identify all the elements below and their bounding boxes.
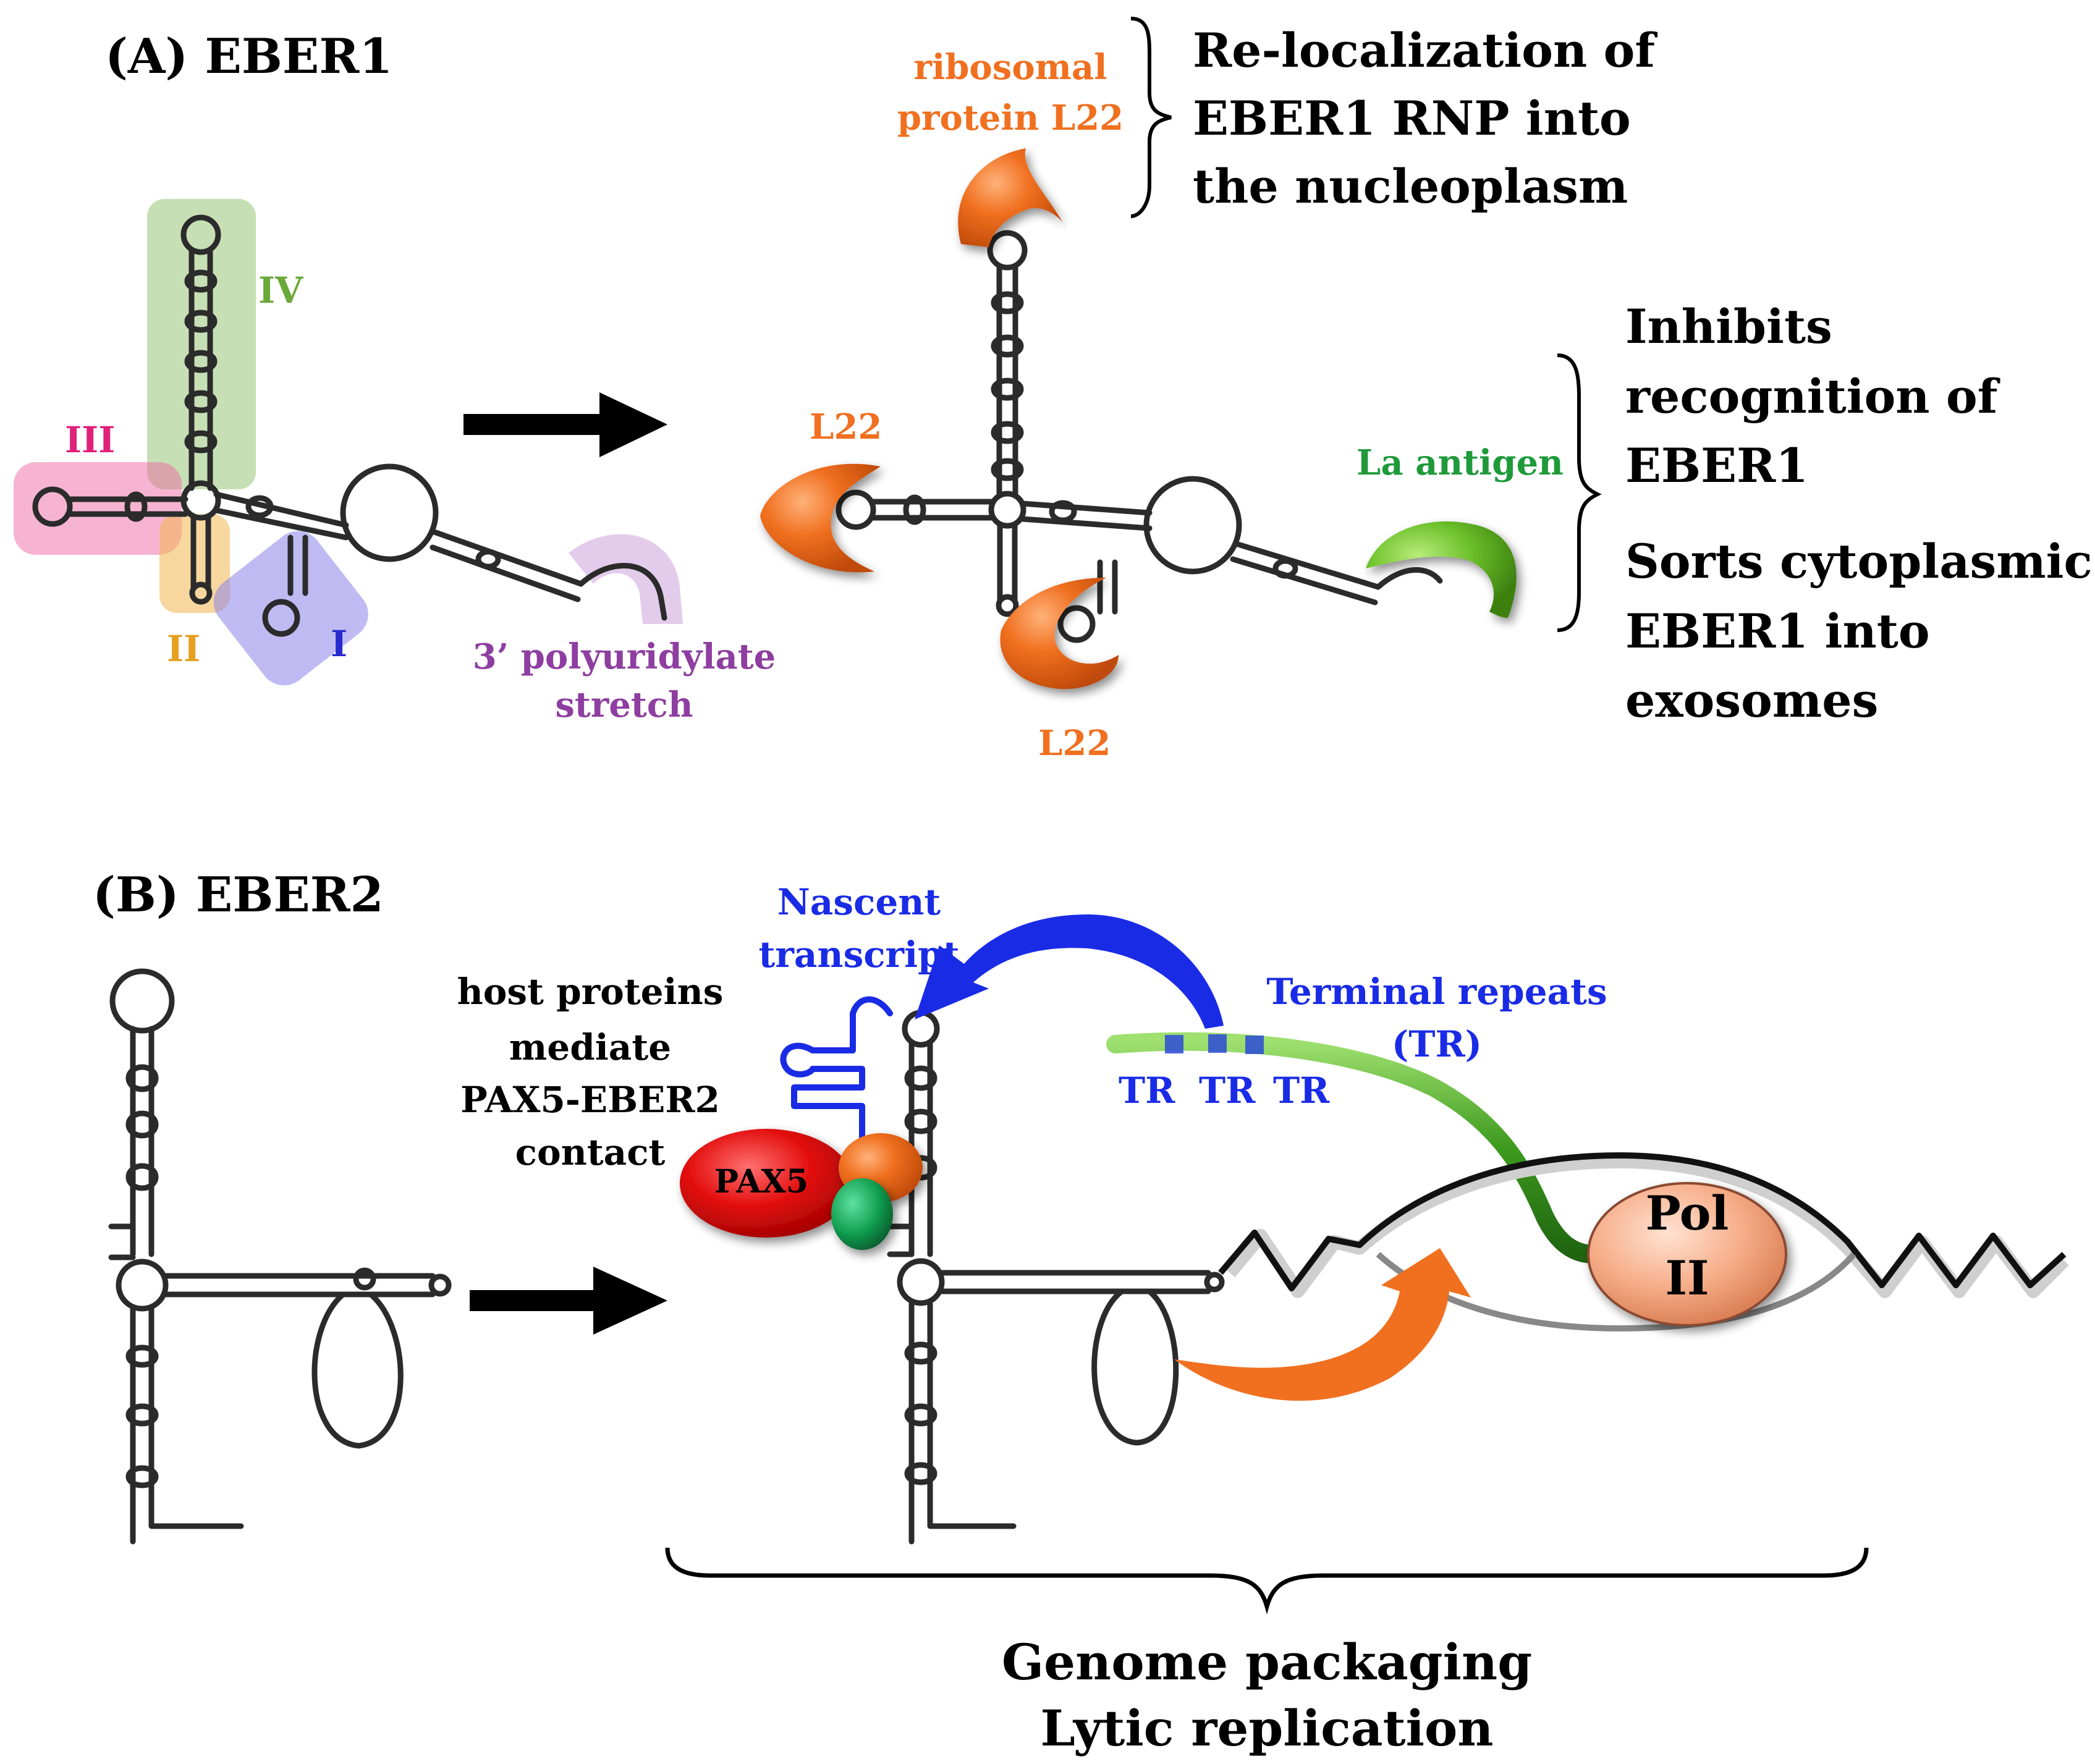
panel-a-arrow <box>463 392 667 457</box>
l22-bottom-protein <box>1000 578 1119 690</box>
l22-top-label-line1: ribosomal <box>914 47 1107 88</box>
bottom-brace <box>665 1547 1869 1614</box>
tr-title-line1: Terminal repeats <box>1266 971 1607 1013</box>
polyu-label-line1: 3’ polyuridylate <box>473 636 776 677</box>
reloc-line2: EBER1 RNP into <box>1193 91 1631 146</box>
nascent-line1: Nascent <box>777 881 941 923</box>
brace-top <box>1130 17 1172 218</box>
nascent-transcript-rna <box>780 996 893 1168</box>
host-line1: host proteins <box>457 971 724 1013</box>
inhibit-line3: EBER1 <box>1625 438 1808 493</box>
domain-ii-label: II <box>167 628 200 670</box>
host-line3: PAX5-EBER2 <box>460 1079 720 1121</box>
panel-a-title: (A) EBER1 <box>105 28 392 85</box>
host-line2: mediate <box>509 1026 671 1068</box>
pol-ii-protein <box>1587 1182 1787 1327</box>
brace-right <box>1557 353 1602 632</box>
inhibit-line1: Inhibits <box>1625 299 1832 354</box>
pax5-protein <box>680 1129 853 1238</box>
panel-b-arrow <box>470 1267 667 1335</box>
domain-iv-label: IV <box>258 269 303 311</box>
eber2-structure-left <box>108 968 452 1545</box>
l22-top-protein <box>958 148 1066 247</box>
outcome-line1: Genome packaging <box>1002 1633 1532 1691</box>
polyu-highlight <box>569 534 683 624</box>
outcome-line2: Lytic replication <box>1041 1699 1494 1757</box>
eber1-structure-right <box>836 230 1443 643</box>
host-protein-green <box>831 1178 893 1250</box>
domain-iii-highlight <box>14 462 182 555</box>
l22-bottom-label: L22 <box>1038 723 1111 764</box>
orange-curved-arrow <box>1174 1248 1471 1401</box>
sorts-line1: Sorts cytoplasmic <box>1625 534 2093 589</box>
sorts-line3: exosomes <box>1625 673 1878 728</box>
domain-i-label: I <box>331 623 347 665</box>
reloc-line3: the nucleoplasm <box>1193 159 1628 214</box>
domain-iv-highlight <box>147 199 256 489</box>
nascent-curved-arrow <box>915 914 1224 1029</box>
reloc-line1: Re-localization of <box>1193 23 1657 78</box>
panel-b-title: (B) EBER2 <box>93 867 384 923</box>
l22-left-protein <box>760 463 881 573</box>
terminal-repeats-tube <box>1106 1032 1604 1264</box>
tr-label-3: TR <box>1273 1070 1330 1112</box>
tr-segments <box>1165 1034 1264 1054</box>
eber1-structure-left <box>32 214 667 637</box>
nascent-line2: transcript <box>758 934 959 976</box>
sorts-line2: EBER1 into <box>1625 604 1930 659</box>
pol-label-line2: II <box>1665 1251 1709 1306</box>
domain-iii-label: III <box>65 419 115 461</box>
tr-title-line2: (TR) <box>1392 1023 1482 1065</box>
polyu-label-line2: stretch <box>555 685 693 725</box>
la-antigen-protein <box>1366 521 1517 618</box>
pax5-label: PAX5 <box>714 1163 808 1201</box>
la-antigen-label: La antigen <box>1356 442 1564 483</box>
tr-label-2: TR <box>1199 1070 1256 1112</box>
pol-label-line1: Pol <box>1646 1186 1729 1241</box>
tr-label-1: TR <box>1119 1070 1175 1112</box>
host-line4: contact <box>515 1131 666 1173</box>
l22-left-label: L22 <box>810 407 882 447</box>
l22-top-label-line2: protein L22 <box>897 98 1124 138</box>
inhibit-line2: recognition of <box>1625 369 2000 424</box>
